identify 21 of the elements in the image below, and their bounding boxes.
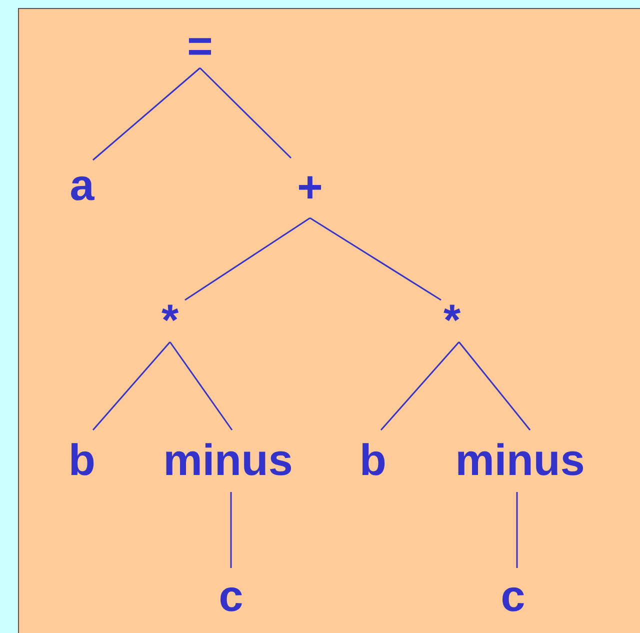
tree-edge-line	[169, 342, 233, 430]
tree-node-label: a	[70, 160, 94, 212]
tree-edge-line	[380, 342, 460, 430]
tree-node-label: c	[500, 568, 526, 626]
tree-node-label: b	[360, 430, 386, 492]
tree-edge-line	[310, 217, 442, 301]
tree-edge-line	[199, 67, 292, 159]
tree-edge-line	[92, 67, 200, 161]
tree-edge-line	[184, 217, 310, 301]
tree-edge-line	[516, 492, 518, 568]
tree-edge-line	[458, 342, 531, 430]
tree-node-label: =	[187, 26, 213, 68]
tree-node-label: *	[443, 300, 461, 342]
tree-node-label: minus	[455, 430, 585, 492]
tree-node-label: *	[161, 300, 179, 342]
tree-node-label: c	[218, 568, 244, 626]
tree-node-label: minus	[163, 430, 293, 492]
tree-node-label: b	[68, 430, 96, 492]
tree-node-label: +	[297, 158, 323, 218]
tree-edge-line	[230, 492, 232, 568]
tree-edge-line	[92, 342, 171, 430]
